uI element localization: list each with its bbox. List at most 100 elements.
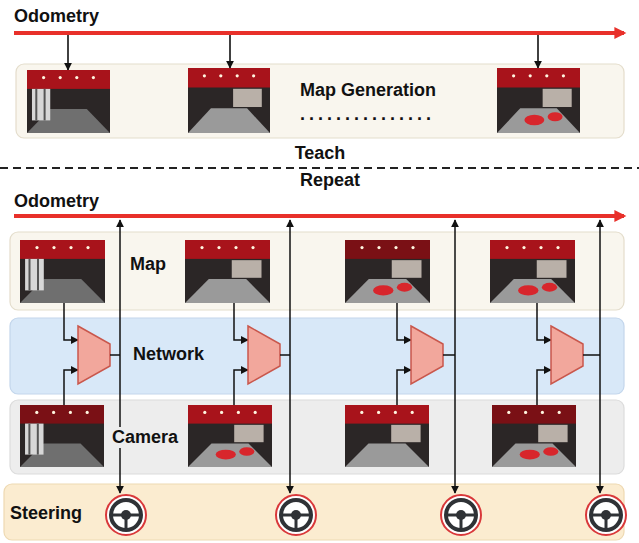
photo-chair: [373, 285, 393, 295]
photo-light: [541, 411, 544, 414]
photo-light: [203, 74, 206, 77]
photo-wall: [543, 89, 572, 107]
network-symbol: [248, 326, 280, 384]
band-label: Map: [130, 254, 166, 275]
steering-wheel-icon: [441, 495, 481, 535]
photo-light: [59, 76, 62, 79]
photo-ceiling: [492, 405, 576, 424]
photo-window: [25, 424, 43, 455]
wheel-rim: [111, 500, 141, 530]
steering-link: [119, 355, 121, 493]
photo-light: [394, 246, 397, 249]
photo-light: [254, 411, 257, 414]
network-output-line: [280, 354, 290, 356]
wheel-outer: [106, 495, 146, 535]
photo-chair: [548, 112, 563, 121]
teach-band: Map Generation: [16, 64, 624, 138]
steering-band: Steering: [4, 484, 624, 540]
photo-floor: [497, 108, 580, 133]
photo-ground: [185, 240, 270, 303]
photo-light: [507, 411, 510, 414]
network-symbol: [551, 326, 583, 384]
label-holder: Odometry: [14, 191, 99, 212]
photo-light: [377, 246, 380, 249]
photo: [188, 405, 272, 467]
photo-chair: [543, 447, 558, 456]
photo: [188, 68, 270, 133]
odometry-link: [599, 220, 601, 355]
photo-light: [539, 246, 542, 249]
photo-wall: [232, 260, 262, 278]
photo-ground: [490, 240, 575, 303]
photo-light: [234, 246, 237, 249]
wheel-outer: [276, 495, 316, 535]
photo-light: [203, 411, 206, 414]
photo-light: [360, 246, 363, 249]
photo-chair: [542, 283, 557, 292]
photo-light: [411, 411, 414, 414]
map-input-line: [234, 303, 248, 340]
photo-light: [220, 411, 223, 414]
photo-frame: [37, 424, 39, 455]
photo-light: [200, 246, 203, 249]
photo-floor: [188, 443, 272, 467]
photo: [345, 240, 430, 303]
wheel-hub: [456, 510, 466, 520]
wheel-rim: [281, 500, 311, 530]
photo-ground: [20, 240, 105, 303]
photo-light: [512, 74, 515, 77]
ellipsis: ...............: [300, 104, 435, 125]
photo-ground: [345, 240, 430, 303]
camera-input-line: [537, 370, 551, 405]
network-output-line: [443, 354, 455, 356]
wheel-hub: [121, 510, 131, 520]
photo-ceiling: [497, 68, 580, 88]
photo-ceiling: [20, 240, 105, 259]
label-holder: Repeat: [300, 170, 360, 191]
phase-divider: [0, 167, 639, 169]
photo-light: [529, 74, 532, 77]
network-output-line: [583, 354, 600, 356]
wheel-rim: [591, 500, 621, 530]
photo-light: [69, 246, 72, 249]
photo-light: [377, 411, 380, 414]
photo-light: [360, 411, 363, 414]
camera-input-line: [397, 370, 411, 405]
band-label: Map Generation: [300, 80, 436, 101]
photo-frame: [37, 259, 39, 291]
steering-link: [599, 355, 601, 493]
photo-light: [42, 76, 45, 79]
photo-wall: [392, 260, 422, 278]
wheel-hub: [601, 510, 611, 520]
steering-wheel-icon: [106, 495, 146, 535]
photo-light: [35, 246, 38, 249]
photo-ground: [492, 405, 576, 467]
photo-ceiling: [345, 240, 430, 259]
photo-light: [52, 411, 55, 414]
photo: [497, 68, 580, 133]
photo-ceiling: [20, 405, 104, 424]
photo-ceiling: [27, 70, 110, 89]
steering-link: [289, 355, 291, 493]
axis-label: Odometry: [14, 6, 99, 27]
photo-floor: [345, 443, 429, 467]
odometry-link: [119, 220, 121, 355]
photo-ceiling: [490, 240, 575, 259]
photo-light: [52, 246, 55, 249]
network-band: Network: [10, 318, 624, 394]
photo-ground: [497, 68, 580, 133]
photo-ground: [188, 405, 272, 467]
photo-ground: [188, 68, 270, 133]
photo-light: [86, 411, 89, 414]
band-background: [10, 400, 624, 474]
photo-light: [236, 74, 239, 77]
photo-window: [32, 89, 50, 121]
band-background: [16, 64, 624, 138]
wheel-outer: [441, 495, 481, 535]
photo-light: [252, 74, 255, 77]
phase-label: Repeat: [300, 170, 360, 191]
photo-light: [69, 411, 72, 414]
photo-light: [522, 246, 525, 249]
photo-chair: [518, 285, 538, 295]
